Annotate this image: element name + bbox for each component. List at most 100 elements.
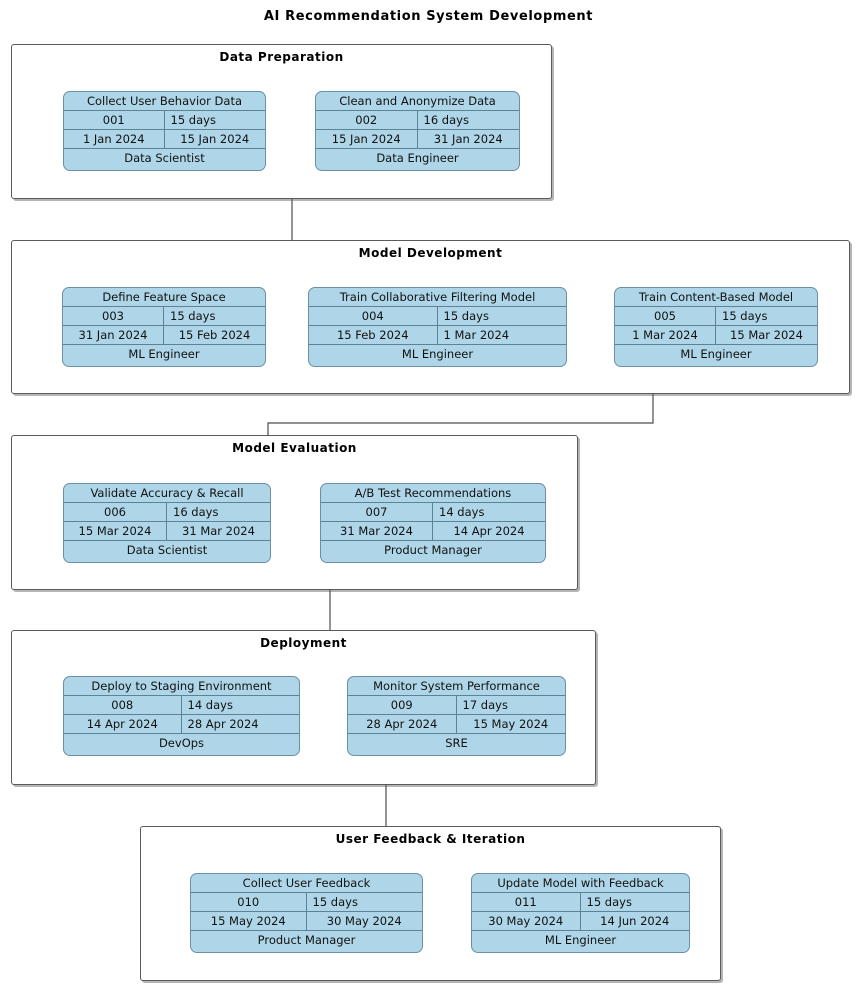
task-dates-row: 15 Mar 2024 31 Mar 2024	[64, 522, 270, 541]
task-duration: 16 days	[173, 504, 219, 519]
task-dates-row: 30 May 2024 14 Jun 2024	[472, 912, 689, 931]
task-id-duration-row: 006 16 days	[64, 503, 270, 522]
task-card-008[interactable]: Deploy to Staging Environment 008 14 day…	[63, 676, 300, 756]
task-start-date: 14 Apr 2024	[64, 715, 182, 734]
task-duration: 15 days	[312, 894, 358, 909]
task-start-date: 15 Mar 2024	[64, 522, 167, 541]
task-owner: Data Scientist	[124, 150, 205, 165]
task-owner: ML Engineer	[128, 346, 200, 361]
task-end-date: 14 Apr 2024	[453, 523, 525, 538]
task-owner: Data Scientist	[126, 542, 208, 557]
task-start-date: 28 Apr 2024	[348, 715, 457, 734]
task-duration: 15 days	[586, 894, 632, 909]
task-owner-row: Data Scientist	[64, 149, 265, 168]
group-title-deployment: Deployment	[260, 636, 347, 650]
task-start-date: 15 May 2024	[191, 912, 307, 931]
task-end-date: 30 May 2024	[326, 913, 402, 928]
task-id-duration-row: 004 15 days	[309, 307, 566, 326]
task-owner-row: Product Manager	[191, 931, 422, 950]
task-id-duration-row: 011 15 days	[472, 893, 689, 912]
task-id: 001	[64, 111, 165, 130]
task-id: 007	[321, 503, 433, 522]
task-id-duration-row: 001 15 days	[64, 111, 265, 130]
task-start-date: 31 Jan 2024	[63, 326, 164, 345]
task-dates-row: 15 Feb 2024 1 Mar 2024	[309, 326, 566, 345]
task-id: 010	[191, 893, 307, 912]
task-id-duration-row: 009 17 days	[348, 696, 565, 715]
task-card-010[interactable]: Collect User Feedback 010 15 days 15 May…	[190, 873, 423, 953]
task-name-row: Validate Accuracy & Recall	[64, 484, 270, 503]
task-name-row: Collect User Feedback	[191, 874, 422, 893]
task-owner: ML Engineer	[544, 932, 617, 947]
task-dates-row: 1 Mar 2024 15 Mar 2024	[615, 326, 817, 345]
group-title-model-evaluation: Model Evaluation	[232, 441, 357, 455]
task-card-002[interactable]: Clean and Anonymize Data 002 16 days 15 …	[315, 91, 520, 171]
task-owner-row: ML Engineer	[472, 931, 689, 950]
task-name-row: Collect User Behavior Data	[64, 92, 265, 111]
task-owner: Product Manager	[257, 932, 356, 947]
task-name: A/B Test Recommendations	[354, 485, 512, 500]
task-duration: 15 days	[443, 308, 489, 323]
task-end-date: 15 Mar 2024	[730, 327, 803, 342]
task-card-005[interactable]: Train Content-Based Model 005 15 days 1 …	[614, 287, 818, 367]
task-duration: 14 days	[439, 504, 485, 519]
task-card-003[interactable]: Define Feature Space 003 15 days 31 Jan …	[62, 287, 266, 367]
task-id: 008	[64, 696, 182, 715]
task-duration: 16 days	[423, 112, 469, 127]
task-card-011[interactable]: Update Model with Feedback 011 15 days 3…	[471, 873, 690, 953]
task-owner: ML Engineer	[401, 346, 474, 361]
task-card-007[interactable]: A/B Test Recommendations 007 14 days 31 …	[320, 483, 546, 563]
task-card-004[interactable]: Train Collaborative Filtering Model 004 …	[308, 287, 567, 367]
task-id-duration-row: 005 15 days	[615, 307, 817, 326]
task-duration: 15 days	[170, 112, 216, 127]
task-end-date: 31 Jan 2024	[433, 131, 503, 146]
task-name-row: Monitor System Performance	[348, 677, 565, 696]
task-end-date: 15 May 2024	[473, 716, 549, 731]
task-owner-row: ML Engineer	[309, 345, 566, 364]
task-owner: SRE	[445, 735, 468, 750]
task-id: 005	[615, 307, 716, 326]
task-owner-row: Data Scientist	[64, 541, 270, 560]
task-duration: 15 days	[722, 308, 768, 323]
task-name-row: A/B Test Recommendations	[321, 484, 545, 503]
task-id-duration-row: 007 14 days	[321, 503, 545, 522]
task-name: Train Collaborative Filtering Model	[339, 289, 536, 304]
task-start-date: 1 Mar 2024	[615, 326, 716, 345]
task-duration: 17 days	[462, 697, 508, 712]
group-title-model-development: Model Development	[358, 246, 503, 260]
task-card-009[interactable]: Monitor System Performance 009 17 days 2…	[347, 676, 566, 756]
task-start-date: 15 Feb 2024	[309, 326, 438, 345]
task-id: 004	[309, 307, 438, 326]
task-start-date: 30 May 2024	[472, 912, 581, 931]
group-title-data-preparation: Data Preparation	[219, 50, 344, 64]
task-name: Monitor System Performance	[373, 678, 540, 693]
task-name-row: Update Model with Feedback	[472, 874, 689, 893]
task-start-date: 31 Mar 2024	[321, 522, 433, 541]
task-id: 002	[316, 111, 418, 130]
task-name: Clean and Anonymize Data	[339, 93, 496, 108]
task-id-duration-row: 010 15 days	[191, 893, 422, 912]
task-card-006[interactable]: Validate Accuracy & Recall 006 16 days 1…	[63, 483, 271, 563]
task-id: 006	[64, 503, 167, 522]
task-name: Validate Accuracy & Recall	[90, 485, 244, 500]
task-id-duration-row: 008 14 days	[64, 696, 299, 715]
task-owner-row: ML Engineer	[615, 345, 817, 364]
task-name: Update Model with Feedback	[497, 875, 664, 890]
task-name: Collect User Behavior Data	[86, 93, 243, 108]
task-end-date: 31 Mar 2024	[182, 523, 255, 538]
task-start-date: 1 Jan 2024	[64, 130, 165, 149]
task-name-row: Deploy to Staging Environment	[64, 677, 299, 696]
group-title-user-feedback-iteration: User Feedback & Iteration	[335, 832, 526, 846]
task-dates-row: 15 Jan 2024 31 Jan 2024	[316, 130, 519, 149]
task-owner-row: DevOps	[64, 734, 299, 753]
task-card-001[interactable]: Collect User Behavior Data 001 15 days 1…	[63, 91, 266, 171]
task-end-date: 1 Mar 2024	[443, 327, 510, 342]
task-name: Deploy to Staging Environment	[91, 678, 272, 693]
task-name-row: Clean and Anonymize Data	[316, 92, 519, 111]
task-dates-row: 14 Apr 2024 28 Apr 2024	[64, 715, 299, 734]
task-name: Train Content-Based Model	[638, 289, 794, 304]
task-dates-row: 31 Jan 2024 15 Feb 2024	[63, 326, 265, 345]
task-owner-row: Data Engineer	[316, 149, 519, 168]
task-owner-row: Product Manager	[321, 541, 545, 560]
